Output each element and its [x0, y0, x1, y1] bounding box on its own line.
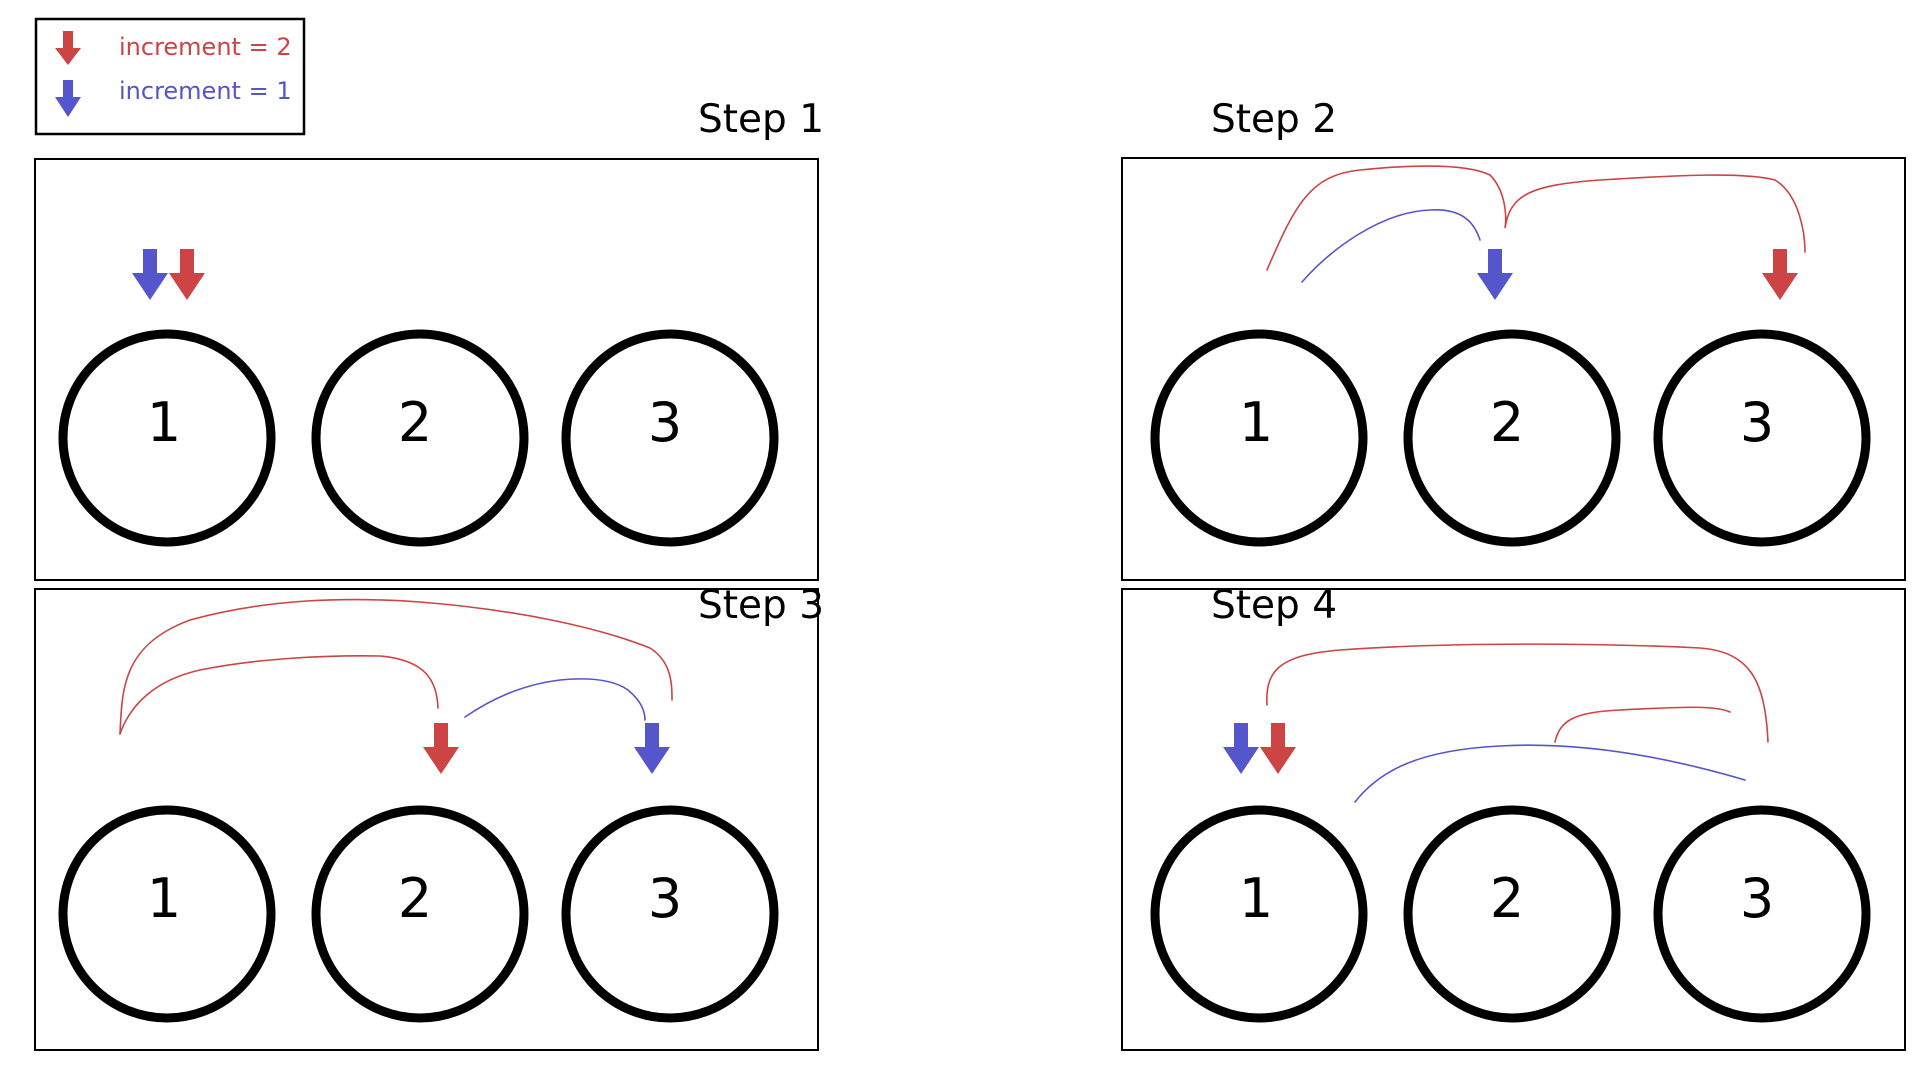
- circles: [58, 329, 1871, 1023]
- circle-slot-3: [1653, 805, 1871, 1023]
- legend-box: [34, 17, 306, 136]
- jump-arc-increment-two: [1266, 165, 1806, 271]
- circle-label: 3: [1740, 391, 1774, 454]
- circle-label: 2: [1490, 391, 1524, 454]
- panel-frame-step-2: [1121, 157, 1906, 581]
- circle-slot-3: [1653, 329, 1871, 547]
- circle-label: 1: [1239, 867, 1273, 930]
- jump-arc-increment-one: [464, 678, 646, 721]
- circle-slot-1: [58, 329, 276, 547]
- step-title-2: Step 2: [1211, 97, 1337, 142]
- pointer-arrows: [132, 249, 1798, 774]
- down-arrow-icon: [132, 249, 168, 300]
- legend: increment = 2 increment = 1: [34, 17, 306, 136]
- circle-label: 1: [147, 867, 181, 930]
- circle-slot-2: [1403, 329, 1621, 547]
- circle-slot-2: [311, 805, 529, 1023]
- jump-arc-increment-two: [119, 598, 673, 735]
- panel-frame-step-1: [34, 158, 819, 581]
- legend-item-increment-two: increment = 2: [55, 31, 292, 65]
- circle-labels: 1 2 3 1 2 3 1 2 3 1 2 3: [147, 391, 1774, 930]
- down-arrow-icon: [634, 723, 670, 774]
- circle-slot-3: [561, 805, 779, 1023]
- circle-label: 3: [648, 867, 682, 930]
- jump-arcs: [119, 165, 1806, 803]
- circle-slot-2: [1403, 805, 1621, 1023]
- step-title-1: Step 1: [698, 97, 824, 142]
- panel-frame-step-3: [34, 588, 819, 1051]
- down-arrow-icon: [1762, 249, 1798, 300]
- jump-arc-increment-two: [1554, 706, 1731, 743]
- jump-arc-increment-one: [1301, 209, 1481, 283]
- panel-frame-step-4: [1121, 588, 1906, 1051]
- circle-slot-3: [561, 329, 779, 547]
- down-arrow-icon: [423, 723, 459, 774]
- down-arrow-icon: [1477, 249, 1513, 300]
- jump-arc-increment-two: [1266, 643, 1769, 743]
- circle-label: 2: [1490, 867, 1524, 930]
- legend-label-increment-two: increment = 2: [119, 33, 292, 61]
- legend-item-increment-one: increment = 1: [55, 77, 292, 117]
- down-arrow-icon: [55, 80, 81, 117]
- circle-label: 1: [147, 391, 181, 454]
- circle-label: 2: [398, 867, 432, 930]
- down-arrow-icon: [1260, 723, 1296, 774]
- circle-slot-2: [311, 329, 529, 547]
- down-arrow-icon: [169, 249, 205, 300]
- legend-label-increment-one: increment = 1: [119, 77, 292, 105]
- jump-arc-increment-one: [1354, 744, 1746, 803]
- circle-label: 3: [1740, 867, 1774, 930]
- circle-slot-1: [58, 805, 276, 1023]
- circle-slot-1: [1150, 329, 1368, 547]
- circle-label: 1: [1239, 391, 1273, 454]
- down-arrow-icon: [55, 31, 81, 65]
- circle-label: 2: [398, 391, 432, 454]
- circle-slot-1: [1150, 805, 1368, 1023]
- down-arrow-icon: [1223, 723, 1259, 774]
- jump-arc-increment-two: [119, 655, 439, 735]
- step-title-3: Step 3: [698, 583, 824, 628]
- step-title-4: Step 4: [1211, 583, 1337, 628]
- circle-label: 3: [648, 391, 682, 454]
